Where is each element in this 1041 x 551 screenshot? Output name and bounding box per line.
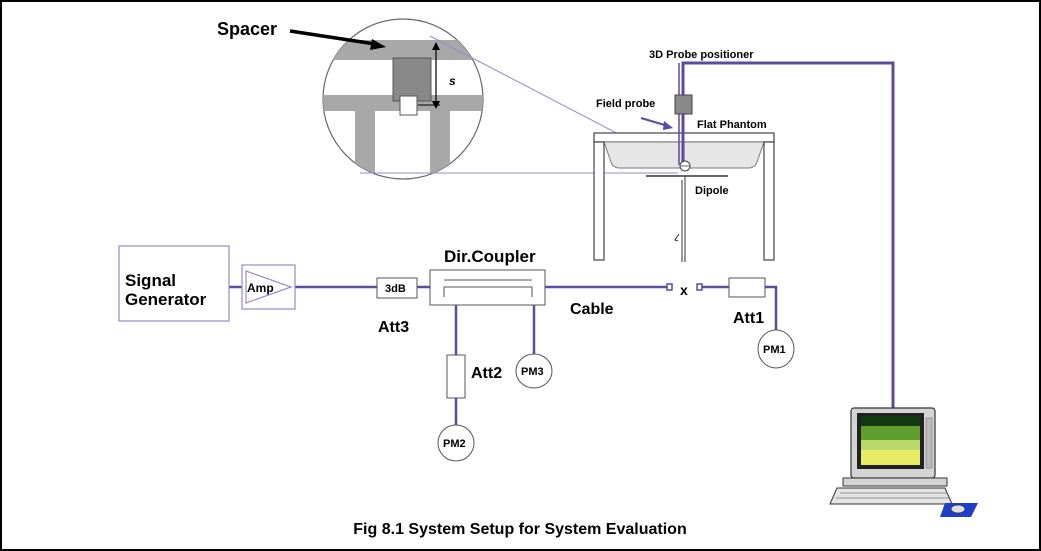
field-probe-label: Field probe xyxy=(596,98,655,110)
screen-band-2 xyxy=(861,426,920,440)
att1-box xyxy=(728,277,766,298)
zoom-phantom-top xyxy=(323,40,483,60)
att3-label: Att3 xyxy=(378,319,409,336)
keyboard xyxy=(829,487,953,505)
field-probe-block xyxy=(674,94,693,115)
flat-phantom-label: Flat Phantom xyxy=(697,119,767,131)
mouse xyxy=(950,504,966,514)
dipole xyxy=(646,175,728,262)
pm2-label: PM2 xyxy=(443,438,466,450)
dir-coupler-label: Dir.Coupler xyxy=(444,247,536,266)
power-meter-pm3 xyxy=(515,353,553,389)
signal-generator-label-line2: Generator xyxy=(125,290,207,309)
signal-chain-cables xyxy=(229,285,778,430)
spacer-arrow xyxy=(289,29,376,46)
attenuator-3db-box xyxy=(376,277,418,299)
figure-caption: Fig 8.1 System Setup for System Evaluati… xyxy=(353,521,686,538)
cable-label: Cable xyxy=(570,301,614,318)
probe-positioner-label: 3D Probe positioner xyxy=(649,49,754,61)
att1-label: Att1 xyxy=(733,310,764,327)
power-meter-pm2 xyxy=(437,424,475,462)
screen-band-1 xyxy=(861,416,920,426)
spacing-s-label: s xyxy=(449,74,456,88)
dipole-label: Dipole xyxy=(695,185,729,197)
amplifier-triangle xyxy=(245,270,293,304)
screen-band-4 xyxy=(861,450,920,465)
att2-box xyxy=(446,354,466,399)
connection-x-label: x xyxy=(680,282,688,298)
power-meter-pm1 xyxy=(757,329,795,369)
amplifier-label: Amp xyxy=(247,281,274,295)
pm3-label: PM3 xyxy=(521,366,544,378)
connector-right xyxy=(696,283,703,291)
computer-base xyxy=(842,477,948,487)
signal-generator-label-line1: Signal xyxy=(125,271,176,290)
spacer-zoom-inset: s xyxy=(322,18,484,180)
att2-label: Att2 xyxy=(471,365,502,382)
field-probe-arrow xyxy=(640,117,669,127)
pm1-label: PM1 xyxy=(763,344,786,356)
attenuator-3db-label: 3dB xyxy=(385,283,406,295)
computer xyxy=(829,407,978,517)
zoom-probe-tip xyxy=(399,95,418,116)
spacer-label: Spacer xyxy=(217,19,277,39)
signal-generator-box xyxy=(118,245,230,322)
screen-band-3 xyxy=(861,440,920,450)
connector-left xyxy=(666,283,673,291)
zoom-spacer-block xyxy=(392,57,432,102)
